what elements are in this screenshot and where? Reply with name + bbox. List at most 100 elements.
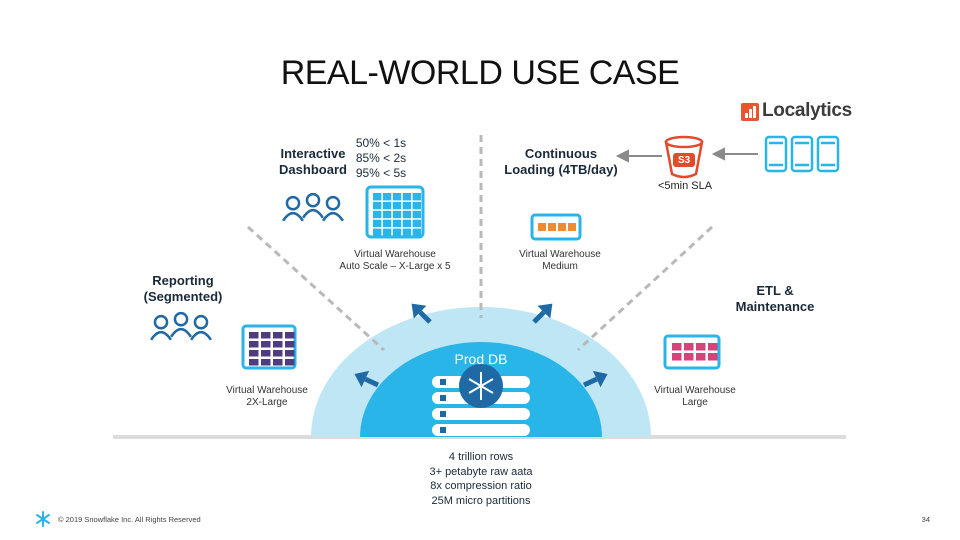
grid-cell (696, 353, 706, 361)
db-stat: 25M micro partitions (431, 494, 531, 507)
arrow-icon (354, 370, 380, 388)
grid-cell (402, 201, 412, 210)
phone-body (816, 135, 840, 173)
grid-cell (412, 228, 421, 236)
reporting-label: Reporting (Segmented) (143, 273, 223, 304)
grid-cell (382, 201, 392, 210)
grid-cell (548, 223, 556, 231)
interactive-dashboard-label: Interactive Dashboard (279, 146, 347, 177)
flow-arrows (615, 147, 758, 163)
grid-cell (412, 210, 421, 219)
warehouse-grid-icon (241, 324, 297, 370)
grid-cell (373, 219, 382, 228)
grid-cell (273, 350, 283, 357)
grid-cell (684, 353, 694, 361)
dashed-dividers (246, 135, 714, 352)
s3-label: S3 (678, 155, 691, 166)
grid-cell (249, 341, 259, 348)
grid-cell (249, 359, 259, 366)
grid-cell (708, 353, 718, 361)
grid-cell (273, 332, 283, 339)
arrow-icon (582, 370, 608, 388)
grid-cell (684, 343, 694, 351)
user-head (173, 311, 189, 327)
user-head (193, 314, 209, 330)
grid-cell (261, 359, 271, 366)
s3-bucket-icon (664, 135, 704, 179)
arrow-icon (532, 303, 553, 324)
user-body (190, 330, 212, 341)
user-body (170, 327, 192, 338)
grid-cell (285, 359, 295, 366)
user-body (302, 208, 324, 219)
user-body (282, 211, 304, 222)
db-snowflake-mark (468, 372, 494, 400)
grid-cell (392, 219, 402, 228)
grid-cell (261, 332, 271, 339)
grid-cell (249, 332, 259, 339)
etl-warehouse-label: Virtual Warehouse Large (654, 385, 736, 408)
arrow-icon (411, 303, 432, 324)
grid-cell (402, 210, 412, 219)
continuous-warehouse-label: Virtual Warehouse Medium (519, 249, 601, 272)
db-stat: 8x compression ratio (430, 480, 532, 492)
grid-cell (402, 219, 412, 228)
grid-cell (382, 193, 392, 201)
s3-sla: <5min SLA (657, 180, 713, 192)
mobile-phones-icon (764, 135, 840, 173)
prod-db-label: Prod DB (454, 351, 508, 367)
interactive-warehouse-label: Virtual Warehouse Auto Scale – X-Large x… (339, 249, 451, 272)
grid-cell (412, 201, 421, 210)
grid-cell (373, 210, 382, 219)
page-title: REAL-WORLD USE CASE (280, 54, 680, 92)
user-body (150, 330, 172, 341)
user-head (285, 195, 301, 211)
warehouse-grid-icon (365, 185, 425, 239)
warehouse-grid-icon (530, 213, 582, 241)
warehouse-grid-icon (663, 334, 721, 370)
sla-targets: 50% < 1s 85% < 2s 95% < 5s (355, 136, 407, 180)
grid-cell (708, 343, 718, 351)
phone-body (790, 135, 814, 173)
grid-cell (412, 219, 421, 228)
grid-cell (373, 228, 382, 236)
grid-cell (273, 341, 283, 348)
snowflake-icon (36, 511, 50, 527)
reporting-warehouse-label: Virtual Warehouse 2X-Large (226, 385, 308, 408)
user-head (305, 192, 321, 208)
grid-cell (373, 201, 382, 210)
user-head (325, 195, 341, 211)
database-icon (432, 364, 530, 436)
user-body (322, 211, 344, 222)
grid-cell (402, 193, 412, 201)
continuous-loading-label: Continuous Loading (4TB/day) (504, 146, 618, 177)
grid-cell (402, 228, 412, 236)
grid-cell (285, 341, 295, 348)
db-stats: 4 trillion rows 3+ petabyte raw aata 8x … (395, 450, 567, 508)
grid-cell (412, 193, 421, 201)
etl-label: ETL & Maintenance (735, 283, 815, 314)
db-stat: 4 trillion rows (448, 451, 514, 463)
page-number: 34 (921, 515, 930, 524)
db-stat: 3+ petabyte raw aata (429, 465, 533, 478)
grid-cell (392, 228, 402, 236)
grid-cell (538, 223, 546, 231)
arrow-icons (354, 303, 608, 388)
users-group-icon (282, 192, 344, 222)
copyright: © 2019 Snowflake Inc. All Rights Reserve… (58, 515, 201, 524)
grid-cell (382, 228, 392, 236)
grid-cell (285, 350, 295, 357)
grid-cell (392, 193, 402, 201)
grid-cell (672, 353, 682, 361)
grid-cell (261, 341, 271, 348)
grid-cell (392, 201, 402, 210)
user-head (153, 314, 169, 330)
users-group-icon (150, 311, 212, 341)
grid-cell (392, 210, 402, 219)
grid-cell (261, 350, 271, 357)
grid-cell (672, 343, 682, 351)
grid-cell (382, 210, 392, 219)
grid-cell (285, 332, 295, 339)
grid-cell (273, 359, 283, 366)
